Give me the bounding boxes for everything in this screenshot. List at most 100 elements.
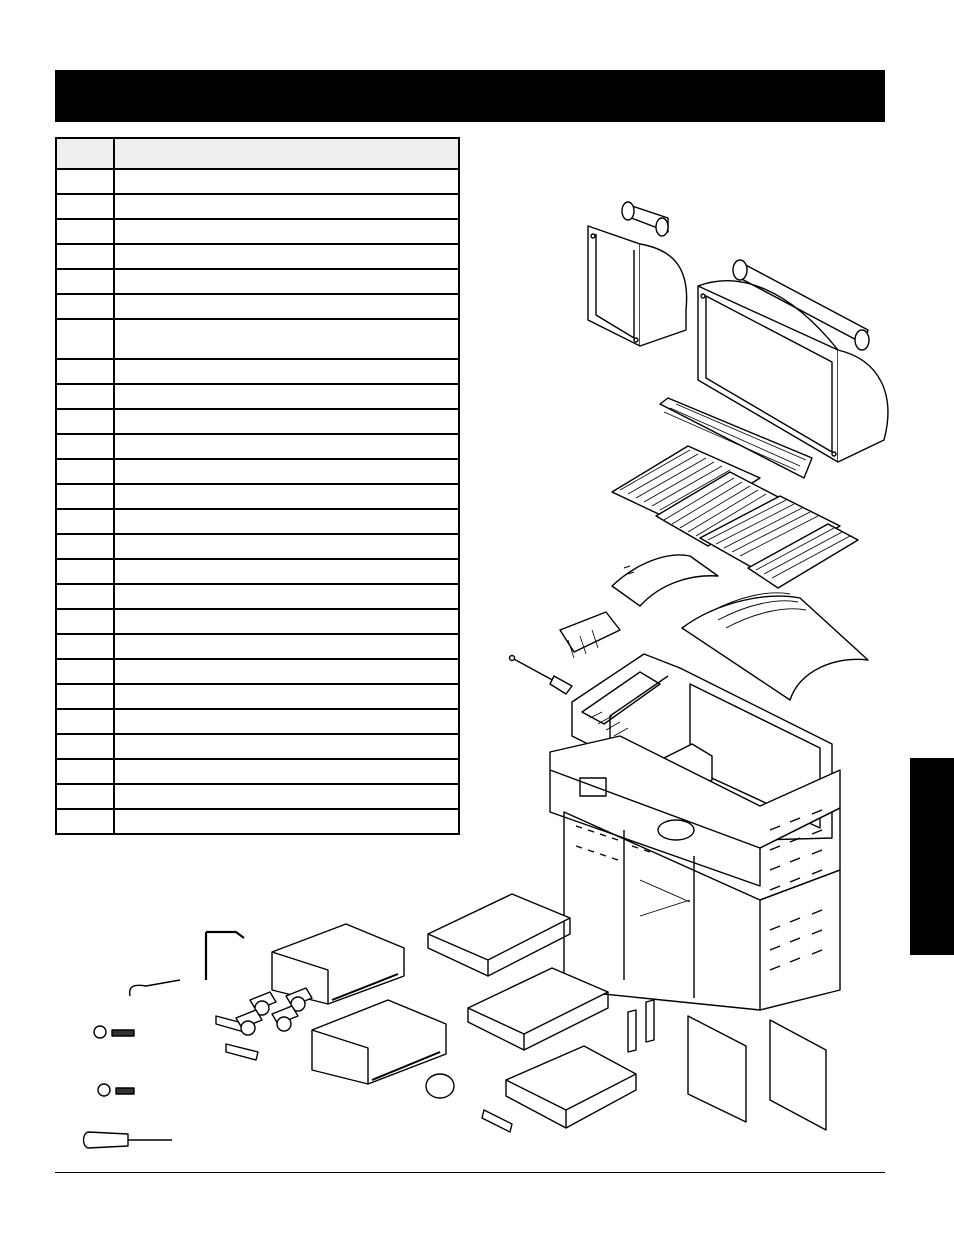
main-hood — [697, 280, 889, 463]
table-row — [55, 758, 460, 785]
part-description-cell — [113, 783, 460, 810]
part-key-cell — [55, 583, 115, 610]
part-key-cell — [55, 293, 115, 320]
part-description-cell — [113, 758, 460, 785]
part-description-cell — [113, 683, 460, 710]
table-row — [55, 658, 460, 685]
part-description-cell — [113, 168, 460, 195]
part-description-cell — [113, 483, 460, 510]
parts-table-body — [55, 168, 460, 835]
shelf-panels — [427, 893, 637, 1129]
table-row — [55, 633, 460, 660]
part-description-cell — [113, 243, 460, 270]
hardware-parts — [82, 930, 245, 1149]
part-key-cell — [55, 633, 115, 660]
table-row — [55, 783, 460, 810]
part-key-cell — [55, 808, 115, 835]
part-key-cell — [55, 758, 115, 785]
header-description-cell — [113, 137, 460, 170]
part-key-cell — [55, 408, 115, 435]
part-description-cell — [113, 408, 460, 435]
table-row — [55, 708, 460, 735]
warming-rack — [659, 397, 813, 479]
page-header-bar — [55, 70, 885, 122]
side-burner-bracket — [559, 611, 621, 659]
footer-rule — [55, 1172, 885, 1173]
part-description-cell — [113, 808, 460, 835]
table-row — [55, 168, 460, 195]
part-description-cell — [113, 733, 460, 760]
part-key-cell — [55, 383, 115, 410]
part-key-cell — [55, 508, 115, 535]
part-key-cell — [55, 193, 115, 220]
table-row — [55, 433, 460, 460]
part-key-cell — [55, 433, 115, 460]
table-row — [55, 318, 460, 360]
part-description-cell — [113, 633, 460, 660]
table-row — [55, 533, 460, 560]
table-row — [55, 683, 460, 710]
cart-body — [563, 809, 841, 1011]
part-key-cell — [55, 658, 115, 685]
part-key-cell — [55, 608, 115, 635]
table-row — [55, 193, 460, 220]
part-description-cell — [113, 608, 460, 635]
part-description-cell — [113, 358, 460, 385]
part-description-cell — [113, 508, 460, 535]
part-key-cell — [55, 783, 115, 810]
table-row — [55, 243, 460, 270]
small-hood-handle — [621, 201, 669, 237]
part-description-cell — [113, 218, 460, 245]
part-description-cell — [113, 658, 460, 685]
part-description-cell — [113, 318, 460, 360]
part-key-cell — [55, 218, 115, 245]
part-key-cell — [55, 268, 115, 295]
part-key-cell — [55, 243, 115, 270]
header-key-cell — [55, 137, 115, 170]
table-row — [55, 558, 460, 585]
table-row — [55, 218, 460, 245]
table-row — [55, 808, 460, 835]
table-row — [55, 508, 460, 535]
table-row — [55, 268, 460, 295]
cart-control-panel — [549, 735, 841, 901]
small-hood — [587, 225, 688, 347]
part-key-cell — [55, 558, 115, 585]
part-description-cell — [113, 193, 460, 220]
part-key-cell — [55, 708, 115, 735]
main-hood-handle — [732, 259, 870, 351]
part-key-cell — [55, 683, 115, 710]
part-description-cell — [113, 458, 460, 485]
parts-list-table — [55, 137, 460, 835]
part-key-cell — [55, 318, 115, 360]
part-key-cell — [55, 483, 115, 510]
part-key-cell — [55, 168, 115, 195]
table-row — [55, 408, 460, 435]
igniter-wire — [508, 654, 573, 695]
part-description-cell — [113, 533, 460, 560]
casters — [235, 987, 313, 1036]
part-description-cell — [113, 433, 460, 460]
cooking-grates — [611, 445, 859, 589]
table-row — [55, 608, 460, 635]
table-row — [55, 358, 460, 385]
part-key-cell — [55, 458, 115, 485]
table-row — [55, 583, 460, 610]
part-description-cell — [113, 708, 460, 735]
table-row — [55, 293, 460, 320]
section-side-tab — [910, 758, 954, 955]
part-key-cell — [55, 533, 115, 560]
door-panels — [425, 999, 827, 1133]
table-row — [55, 458, 460, 485]
part-description-cell — [113, 268, 460, 295]
table-row — [55, 733, 460, 760]
table-row — [55, 383, 460, 410]
part-key-cell — [55, 358, 115, 385]
table-header-row — [55, 137, 460, 170]
part-description-cell — [113, 293, 460, 320]
part-description-cell — [113, 558, 460, 585]
part-description-cell — [113, 383, 460, 410]
table-row — [55, 483, 460, 510]
drawers — [215, 923, 447, 1085]
